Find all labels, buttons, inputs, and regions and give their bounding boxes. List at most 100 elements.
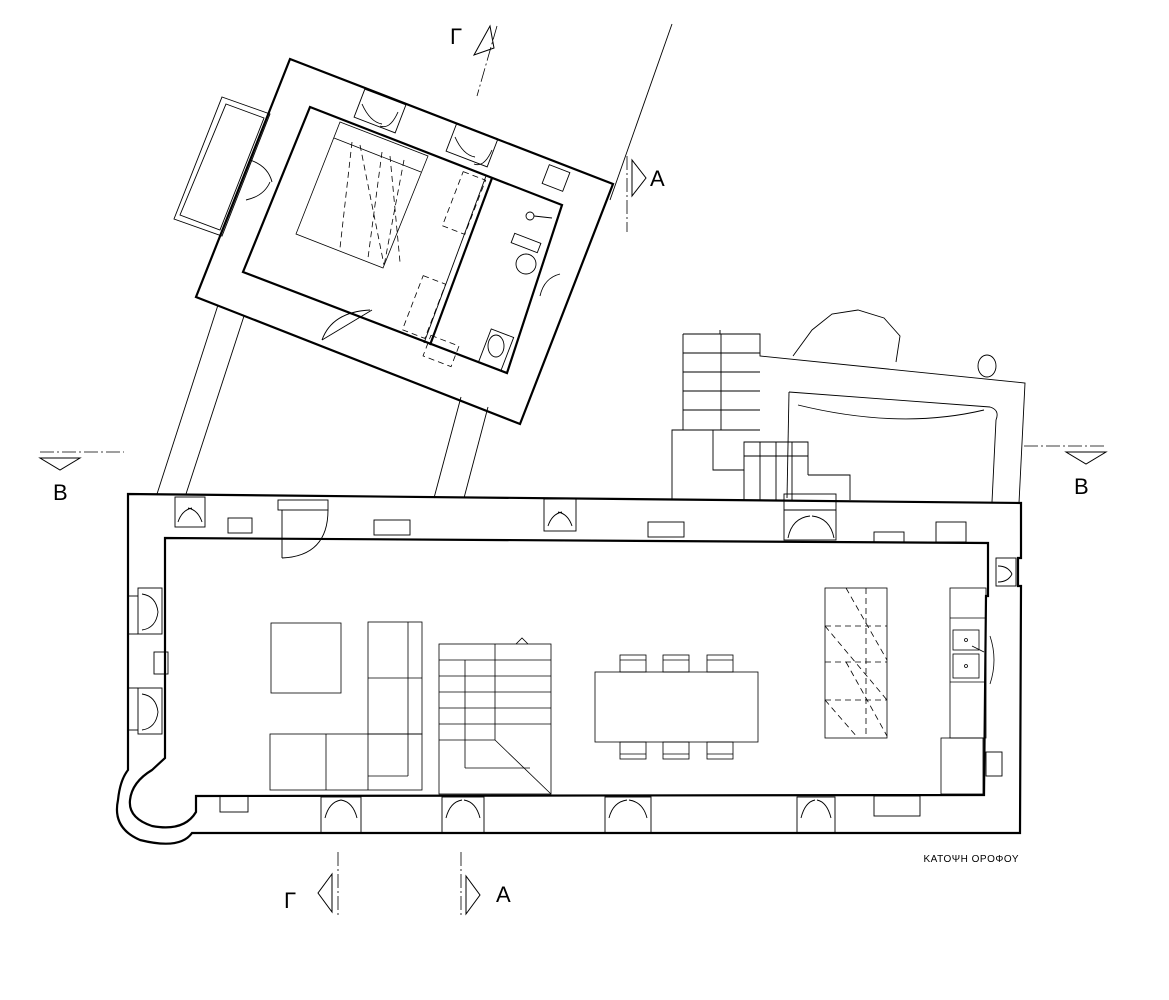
window-niche bbox=[174, 496, 206, 528]
window-swing bbox=[454, 136, 493, 166]
window-swing bbox=[141, 593, 159, 631]
overhead-cabinet-line bbox=[824, 699, 859, 739]
wardrobe-dashed bbox=[441, 171, 487, 235]
sink-bowl bbox=[952, 653, 980, 679]
window-niche bbox=[137, 587, 163, 635]
stair-rail-left bbox=[156, 304, 219, 495]
section-label-a-bottom: Α bbox=[496, 882, 511, 907]
terrace-left-edge bbox=[671, 334, 684, 500]
window-niche bbox=[796, 796, 836, 834]
sink-drain bbox=[964, 638, 968, 642]
window-niche bbox=[441, 796, 485, 834]
window-swing bbox=[445, 799, 481, 819]
stair-edge bbox=[808, 474, 851, 500]
window-niche bbox=[353, 88, 407, 134]
window-swing bbox=[245, 159, 273, 201]
upper-building bbox=[156, 23, 673, 499]
basin bbox=[515, 253, 537, 275]
partition-wall-inner bbox=[423, 175, 487, 344]
entry-door-swing bbox=[281, 509, 329, 559]
door-swing bbox=[321, 309, 371, 341]
window-niche bbox=[445, 122, 499, 168]
toilet bbox=[487, 334, 505, 358]
partition-wall bbox=[428, 177, 494, 346]
armchair bbox=[270, 622, 342, 694]
dining-chair bbox=[619, 741, 647, 760]
window-swing bbox=[324, 799, 358, 819]
section-label-a-top: Α bbox=[650, 166, 665, 191]
toilet-cistern bbox=[477, 328, 515, 372]
balcony-outer bbox=[173, 96, 271, 237]
dining-chair bbox=[662, 654, 690, 673]
pool-curve bbox=[797, 404, 985, 420]
sofa-long bbox=[269, 733, 423, 791]
door-swing bbox=[787, 515, 835, 539]
shower-head bbox=[525, 211, 535, 221]
upper-building-inner-wall bbox=[241, 105, 564, 375]
section-arrow-g-top bbox=[472, 24, 495, 56]
pool-left bbox=[786, 391, 790, 499]
window-niche bbox=[219, 795, 249, 813]
window-niche bbox=[320, 796, 362, 834]
pool-outer bbox=[788, 391, 998, 503]
exterior-stairs bbox=[671, 309, 1026, 504]
bed-fold-lines bbox=[339, 141, 405, 267]
window-niche bbox=[137, 687, 163, 735]
kitchen-island bbox=[824, 587, 888, 739]
section-markers: Γ Α Β Β Γ Α bbox=[38, 24, 1108, 918]
dining-chair bbox=[706, 741, 734, 760]
stair-rail-right-inner bbox=[463, 406, 489, 499]
window-niche bbox=[647, 521, 685, 538]
window-niche bbox=[543, 498, 577, 532]
stair-direction-arrow bbox=[515, 637, 529, 645]
wall-niche bbox=[985, 751, 1003, 777]
door-leaf bbox=[321, 309, 373, 341]
section-label-b-left: Β bbox=[53, 480, 68, 505]
shower-pipe bbox=[533, 215, 553, 219]
door-header bbox=[277, 499, 329, 511]
section-label-g-top: Γ bbox=[450, 24, 462, 49]
window-swing bbox=[608, 799, 648, 819]
dining-table bbox=[594, 671, 759, 743]
bed bbox=[295, 121, 429, 269]
section-arrow-a-top bbox=[631, 158, 647, 198]
faucet-arc bbox=[989, 635, 995, 685]
fireplace-niche bbox=[153, 651, 169, 675]
terrace-outline bbox=[683, 333, 1026, 504]
window-niche bbox=[373, 519, 411, 536]
balcony-inner bbox=[179, 103, 265, 231]
lower-building bbox=[115, 492, 1023, 845]
window-niche bbox=[873, 795, 921, 817]
window-niche bbox=[935, 521, 967, 543]
window-swing bbox=[177, 507, 203, 523]
bed-headboard-line bbox=[333, 137, 422, 173]
window-niche bbox=[873, 531, 905, 543]
counter bbox=[510, 232, 542, 254]
stair-rail-left-inner bbox=[185, 315, 245, 495]
dining-chair bbox=[619, 654, 647, 673]
window-swing bbox=[141, 693, 159, 731]
section-arrow-g-bottom bbox=[317, 872, 333, 914]
overhead-cabinet-line bbox=[824, 625, 888, 701]
dining-chair bbox=[706, 654, 734, 673]
stair-arrow-line bbox=[494, 739, 552, 795]
window-swing bbox=[361, 103, 399, 128]
section-arrow-b-left bbox=[38, 457, 82, 471]
section-line-g-top bbox=[476, 25, 498, 97]
overhead-cabinet-line bbox=[845, 587, 888, 661]
lower-landing bbox=[712, 430, 809, 475]
rock bbox=[792, 309, 901, 363]
section-arrow-a-bottom bbox=[465, 874, 481, 916]
stair-rail-right bbox=[433, 396, 462, 499]
cabinet-dashed bbox=[422, 334, 460, 368]
overhead-cabinet-line bbox=[845, 661, 888, 737]
lower-building-inner-wall bbox=[128, 536, 990, 829]
upper-building-outer-wall bbox=[194, 57, 615, 426]
window-swing bbox=[997, 565, 1013, 583]
faucet bbox=[971, 645, 985, 653]
kitchen-counter bbox=[949, 587, 987, 739]
lower-building-outer-wall bbox=[115, 492, 1023, 845]
drawing-title: ΚΑΤΟΨΗ ΟΡΟΦΟΥ bbox=[924, 854, 1020, 865]
site-line bbox=[609, 23, 673, 201]
